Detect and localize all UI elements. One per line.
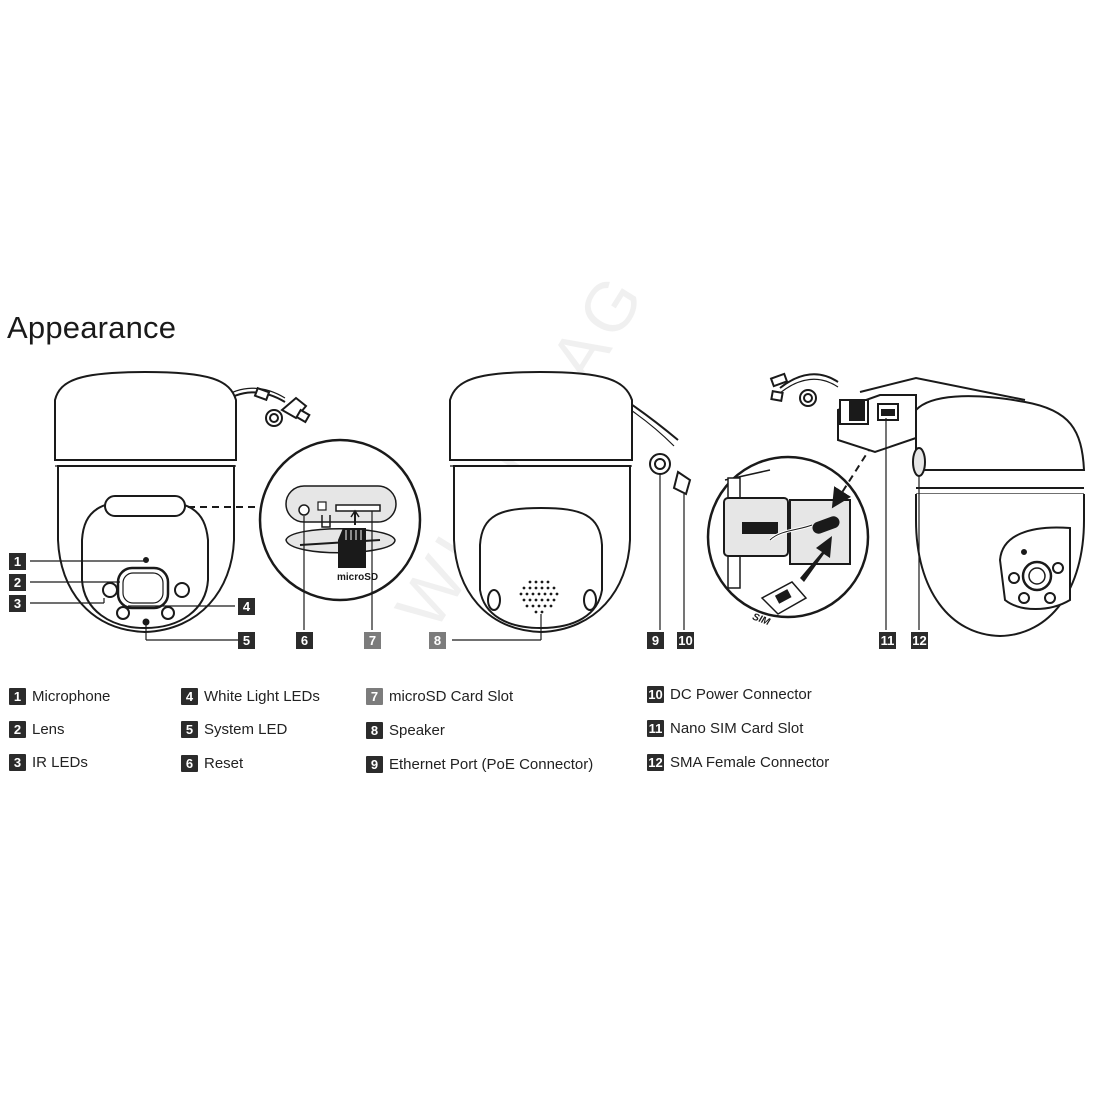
- callout-2: 2: [9, 574, 26, 591]
- sim-inset: SIM: [706, 455, 870, 628]
- callout-12: 12: [911, 632, 928, 649]
- microsd-card-label: microSD: [337, 572, 378, 583]
- callout-7: 7: [364, 632, 381, 649]
- cable-connector-icon: [649, 453, 692, 496]
- camera-front-leader-lines: [30, 560, 238, 641]
- callout-5: 5: [238, 632, 255, 649]
- sim-card-icon: [760, 581, 808, 615]
- reset-button-icon: [298, 504, 310, 516]
- callout-3: 3: [9, 595, 26, 612]
- callout-11: 11: [879, 632, 896, 649]
- callout-10: 10: [677, 632, 694, 649]
- camera-rear-leader-lines: [452, 474, 685, 641]
- microsd-inset: microSD: [258, 438, 422, 602]
- callout-8: 8: [429, 632, 446, 649]
- cable-connector-icon: [769, 372, 817, 407]
- microsd-card-icon: [338, 528, 366, 568]
- page-title: Appearance: [7, 310, 177, 345]
- callout-9: 9: [647, 632, 664, 649]
- callout-1: 1: [9, 553, 26, 570]
- speaker-grille-icon: [519, 580, 559, 614]
- inset-leader-lines: [303, 511, 373, 630]
- camera-rear-view: [449, 370, 692, 634]
- camera-side-view: [769, 372, 1086, 638]
- cable-connector-icon: [253, 386, 311, 427]
- callout-4: 4: [238, 598, 255, 615]
- camera-side-leader-lines: [885, 418, 920, 630]
- callout-6: 6: [296, 632, 313, 649]
